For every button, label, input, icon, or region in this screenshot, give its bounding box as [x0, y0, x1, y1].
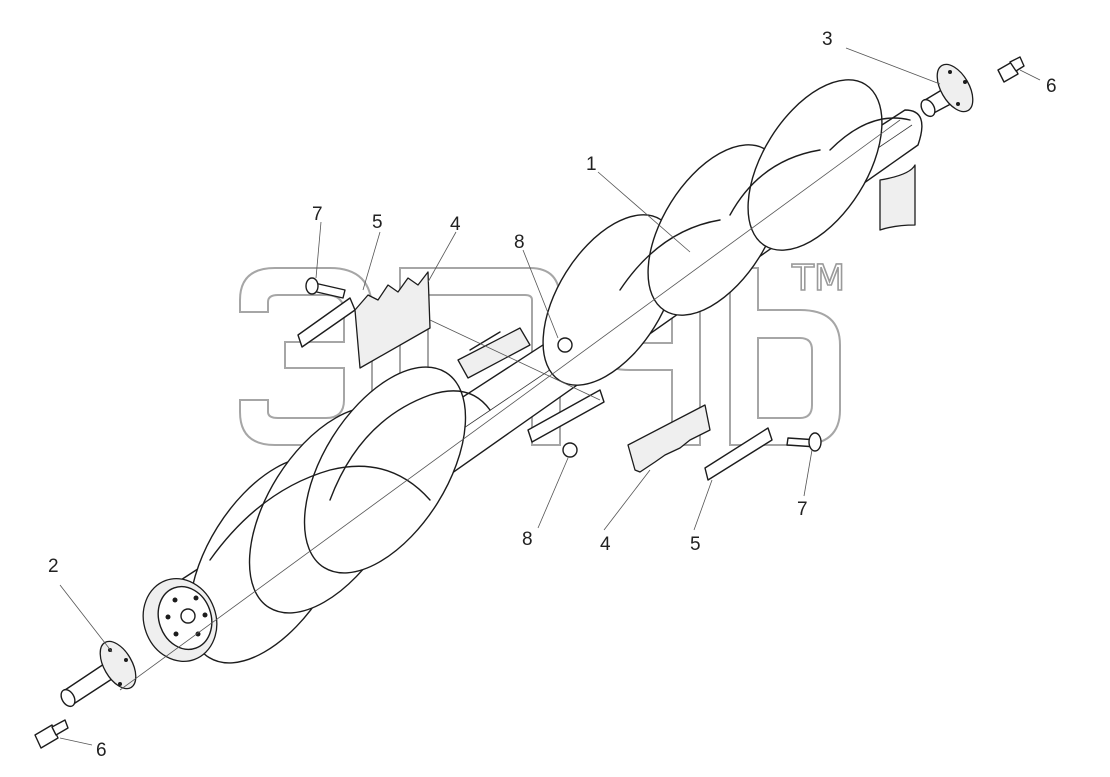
- right-stub-shaft: [920, 63, 974, 118]
- callout-7-lower: 7: [797, 499, 808, 520]
- callout-7-upper: 7: [312, 204, 323, 225]
- callout-6-right: 6: [1046, 76, 1057, 97]
- callout-3: 3: [822, 29, 833, 50]
- left-bolt: [34, 719, 69, 749]
- callout-4-lower: 4: [600, 534, 611, 555]
- right-bolt: [997, 56, 1025, 83]
- callout-8-upper: 8: [514, 232, 525, 253]
- auger-flights: [188, 79, 916, 664]
- lower-knife-assembly: [527, 389, 822, 481]
- callout-4-upper: 4: [450, 214, 461, 235]
- callout-1: 1: [586, 154, 597, 175]
- tube-slot: [457, 327, 573, 379]
- callout-5-lower: 5: [690, 534, 701, 555]
- upper-knife-assembly: [297, 271, 431, 369]
- leader-lines: [59, 47, 1041, 746]
- callout-6-left: 6: [96, 740, 107, 761]
- trademark-sign: TM: [791, 258, 845, 299]
- callout-8-lower: 8: [522, 529, 533, 550]
- left-end-flange: [142, 578, 218, 662]
- callout-labels: 1 2 3 4 4 5 5 6 6 7 7 8 8: [48, 29, 1057, 761]
- callout-2: 2: [48, 556, 59, 577]
- callout-5-upper: 5: [372, 212, 383, 233]
- left-stub-shaft: [60, 640, 137, 708]
